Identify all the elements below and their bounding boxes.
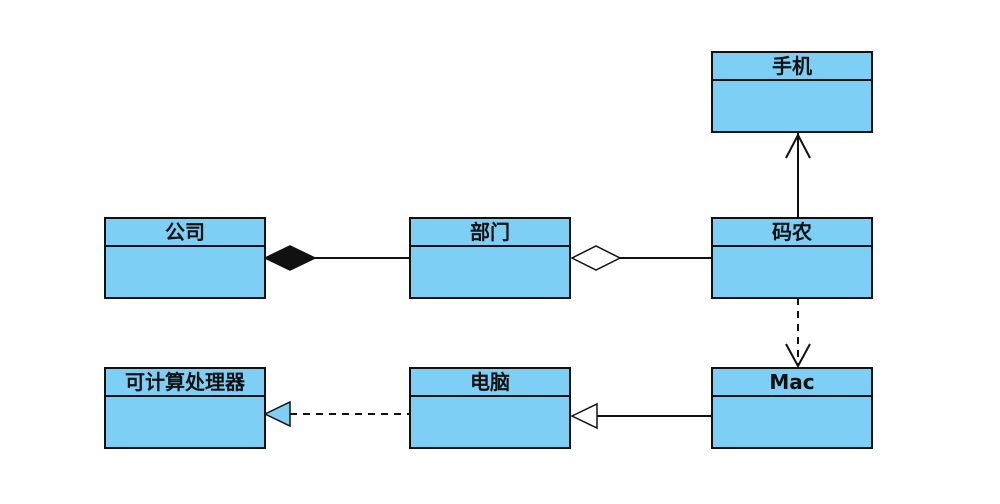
relations	[263, 132, 811, 430]
hollow-diamond-icon	[570, 245, 622, 271]
relation-aggregation-department-coder	[570, 245, 712, 271]
class-phone: 手机	[711, 51, 873, 133]
class-mac: Mac	[711, 367, 873, 449]
class-name: 部门	[470, 220, 510, 244]
class-name: 公司	[165, 220, 205, 244]
relation-realization-computer-computable	[263, 400, 410, 428]
relation-dependency-coder-mac	[785, 298, 811, 369]
open-arrow-icon	[785, 343, 811, 369]
class-computable-processor: 可计算处理器	[104, 367, 266, 449]
class-department: 部门	[409, 217, 571, 299]
class-coder: 码农	[711, 217, 873, 299]
class-name: Mac	[769, 370, 814, 394]
class-name: 手机	[772, 54, 812, 78]
class-name: 码农	[772, 220, 812, 244]
filled-diamond-icon	[263, 245, 317, 271]
relation-generalization-mac-computer	[570, 402, 712, 430]
class-name: 可计算处理器	[125, 370, 246, 394]
class-company: 公司	[104, 217, 266, 299]
class-name: 电脑	[470, 370, 510, 394]
open-arrow-icon	[785, 132, 811, 159]
hollow-triangle-icon	[263, 400, 291, 428]
relation-composition-company-department	[263, 245, 410, 271]
hollow-triangle-icon	[570, 402, 598, 430]
class-computer: 电脑	[409, 367, 571, 449]
relation-association-coder-phone	[785, 132, 811, 218]
